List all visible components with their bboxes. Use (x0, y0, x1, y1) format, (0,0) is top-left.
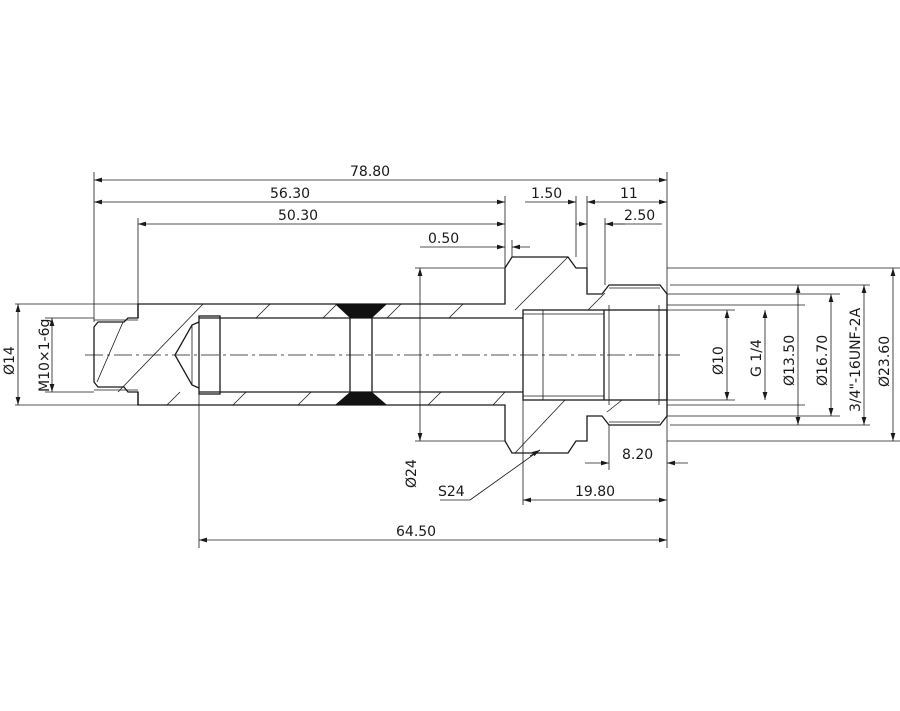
dim-m10-thread: M10×1-6g (37, 319, 53, 392)
dim-dia-16-70: Ø16.70 (815, 335, 831, 386)
dim-s24: S24 (438, 484, 465, 500)
dimension-lines (15, 177, 896, 543)
dim-dia-23-60: Ø23.60 (877, 336, 893, 387)
dim-19-80: 19.80 (575, 484, 615, 500)
dim-dia-24: Ø24 (404, 459, 420, 488)
dim-64-50: 64.50 (396, 524, 436, 540)
part-outline (93, 256, 668, 454)
dim-11: 11 (620, 186, 638, 202)
dim-78-80: 78.80 (350, 164, 390, 180)
dim-dia-14: Ø14 (2, 346, 18, 375)
dim-dia-10: Ø10 (711, 346, 727, 375)
extension-lines (15, 172, 900, 548)
dim-g-1-4: G 1/4 (749, 339, 765, 377)
dim-8-20: 8.20 (622, 447, 653, 463)
dimension-labels: 78.80 56.30 50.30 0.50 1.50 11 2.50 64.5… (2, 164, 893, 540)
dim-56-30: 56.30 (270, 186, 310, 202)
dim-50-30: 50.30 (278, 208, 318, 224)
dim-dia-13-50: Ø13.50 (782, 335, 798, 386)
dim-1-50: 1.50 (531, 186, 562, 202)
dim-2-50: 2.50 (624, 208, 655, 224)
dim-0-50: 0.50 (428, 231, 459, 247)
dim-unf-thread: 3/4"-16UNF-2A (848, 307, 864, 412)
